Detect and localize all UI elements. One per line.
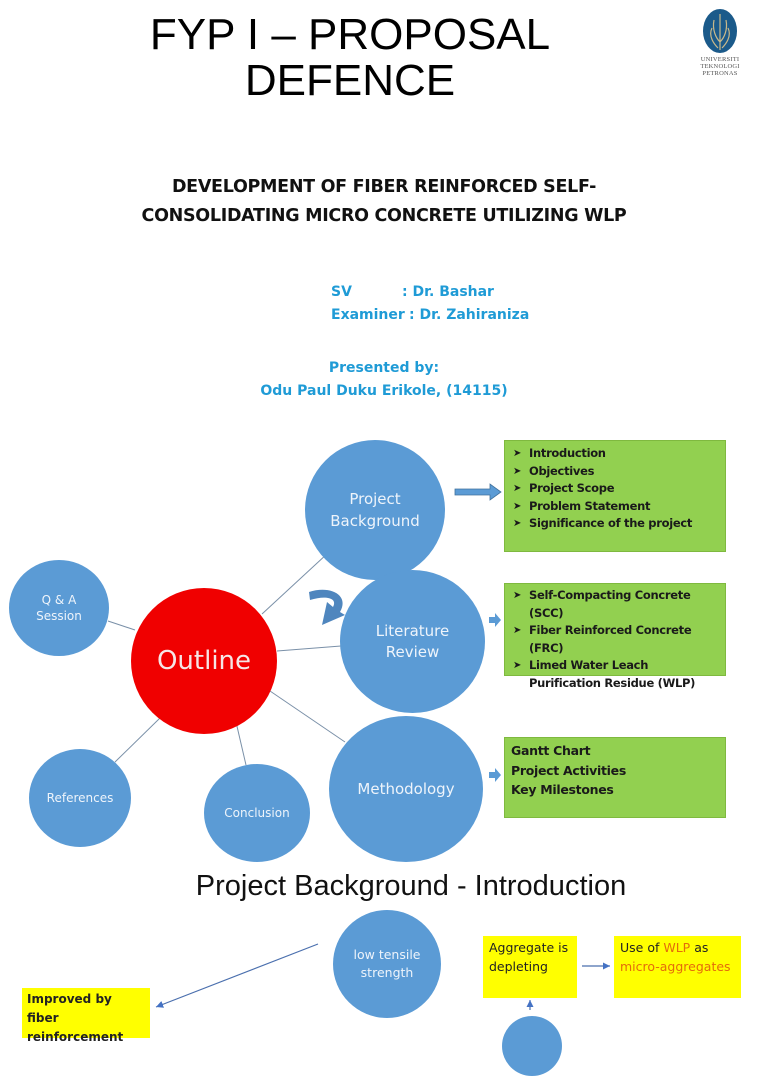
methodology-topics: Gantt Chart Project Activities Key Miles… bbox=[504, 737, 726, 818]
connector-line bbox=[114, 717, 161, 763]
supervisor-label: SV bbox=[331, 284, 352, 300]
presented-by-label: Presented by: bbox=[328, 360, 440, 376]
block-arrow-icon bbox=[489, 768, 501, 782]
callout-aggregate-depleting: Aggregate is depleting bbox=[483, 936, 577, 998]
arrow-bullet-icon: ➤ bbox=[513, 448, 522, 459]
callout-improved-by-fiber: Improved by fiber reinforcement bbox=[22, 988, 150, 1044]
supervisor-name: : Dr. Bashar bbox=[402, 284, 494, 300]
project-background-topics: ➤Introduction ➤Objectives ➤Project Scope… bbox=[504, 440, 726, 552]
arrow-bullet-icon: ➤ bbox=[513, 500, 522, 512]
arrow-bullet-icon: ➤ bbox=[513, 483, 522, 494]
topic-item: Key Milestones bbox=[511, 782, 614, 797]
university-name: UNIVERSITI TEKNOLOGI PETRONAS bbox=[700, 56, 740, 77]
micro-aggregates-highlight: micro-aggregates bbox=[620, 959, 731, 974]
block-arrow-icon bbox=[454, 483, 502, 501]
university-emblem-icon bbox=[703, 9, 737, 53]
arrow-bullet-icon: ➤ bbox=[513, 590, 522, 601]
slide-title-line-1: FYP I – PROPOSAL bbox=[149, 10, 551, 59]
topic-item: ➤Self-Compacting Concrete (SCC) bbox=[513, 588, 691, 620]
callout-use-of-wlp: Use of WLP as micro-aggregates bbox=[614, 936, 741, 998]
project-title: DEVELOPMENT OF FIBER REINFORCED SELF- CO… bbox=[141, 177, 627, 226]
arrow-line bbox=[155, 943, 319, 1008]
block-arrow-icon bbox=[489, 613, 501, 627]
topic-item: ➤Limed Water Leach Purification Residue … bbox=[513, 658, 696, 690]
arrow-bullet-icon: ➤ bbox=[513, 660, 522, 671]
wlp-highlight: WLP bbox=[663, 940, 691, 955]
node-conclusion: Conclusion bbox=[204, 764, 310, 862]
topic-item: Project Activities bbox=[511, 762, 626, 778]
topic-item: ➤Fiber Reinforced Concrete (FRC) bbox=[513, 623, 692, 655]
connector-layer bbox=[107, 483, 610, 1010]
university-logo: UNIVERSITI TEKNOLOGI PETRONAS bbox=[692, 8, 748, 88]
topic-item: ➤Introduction bbox=[509, 445, 721, 463]
node-literature-review: Literature Review bbox=[340, 570, 485, 713]
topic-item: ➤Significance of the project bbox=[509, 515, 721, 533]
outline-center-node: Outline bbox=[131, 588, 277, 734]
topic-item: Gantt Chart bbox=[511, 743, 591, 758]
slide-title-line-2: DEFENCE bbox=[244, 56, 456, 105]
presenter-name: Odu Paul Duku Erikole, (14115) bbox=[260, 383, 508, 399]
node-project-background: Project Background bbox=[305, 440, 445, 580]
connector-line bbox=[261, 552, 329, 615]
topic-item: ➤Objectives bbox=[509, 463, 721, 481]
examiner-label: Examiner bbox=[331, 307, 405, 323]
node-methodology: Methodology bbox=[329, 716, 483, 862]
connector-line bbox=[107, 620, 136, 631]
topic-item: ➤Project Scope bbox=[509, 480, 721, 498]
node-partial bbox=[502, 1016, 562, 1076]
literature-review-topics: ➤Self-Compacting Concrete (SCC) ➤Fiber R… bbox=[504, 583, 726, 690]
slide-title: FYP I – PROPOSAL DEFENCE bbox=[0, 12, 700, 104]
curved-arrow-icon bbox=[309, 589, 345, 625]
section-title: Project Background - Introduction bbox=[195, 870, 627, 902]
connector-line bbox=[235, 721, 247, 766]
connector-line bbox=[276, 645, 342, 652]
node-low-tensile-strength: low tensile strength bbox=[333, 910, 441, 1018]
topic-item: ➤Problem Statement bbox=[509, 498, 721, 516]
node-qa-session: Q & A Session bbox=[9, 560, 109, 656]
arrow-bullet-icon: ➤ bbox=[513, 518, 522, 529]
node-references: References bbox=[29, 749, 131, 847]
examiner-name: : Dr. Zahiraniza bbox=[409, 307, 530, 323]
arrow-bullet-icon: ➤ bbox=[513, 465, 522, 477]
connector-line bbox=[269, 690, 346, 743]
arrow-bullet-icon: ➤ bbox=[513, 625, 522, 636]
